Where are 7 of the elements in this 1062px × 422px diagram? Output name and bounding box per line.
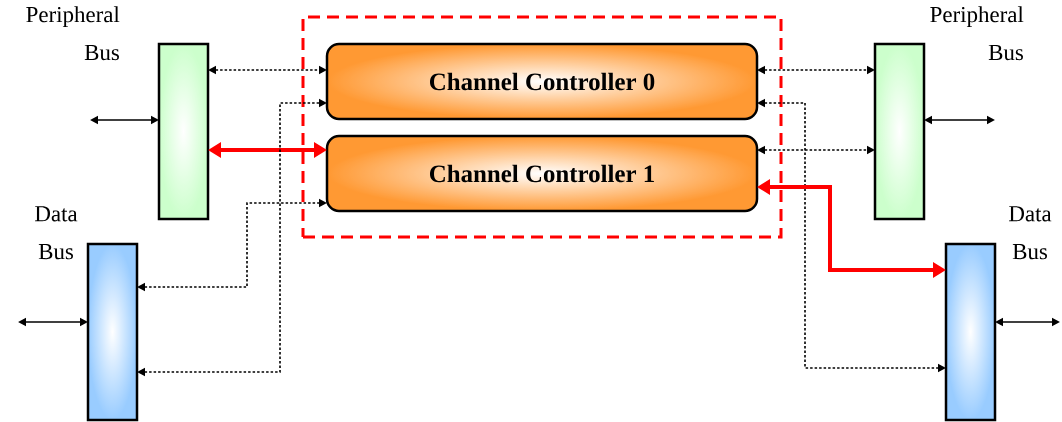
bus-label: Data Bus (1009, 206, 1052, 260)
bus-label: Data Bus (35, 206, 78, 260)
bus-label: Peripheral Bus (930, 6, 1024, 61)
controller-box: Channel Controller 0 (325, 42, 759, 121)
bus-label: Peripheral Bus (26, 6, 120, 61)
dashed-frame (301, 15, 783, 239)
controller-box: Channel Controller 1 (325, 134, 759, 213)
